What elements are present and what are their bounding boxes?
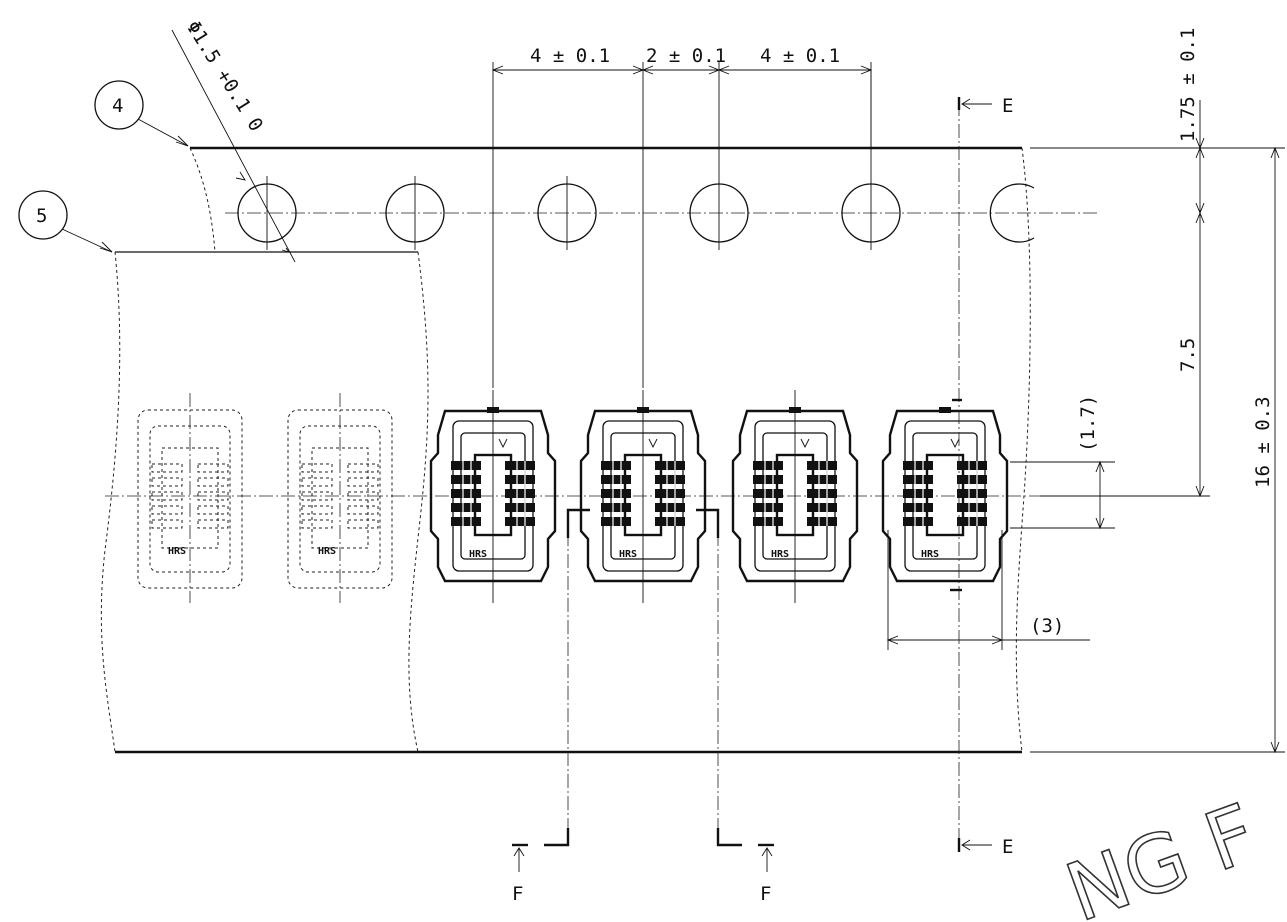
- svg-text:HRS: HRS: [771, 549, 789, 560]
- section-label-e-top: E: [1002, 95, 1013, 117]
- hole-diameter-label: Φ1.5 +0.1 0: [182, 17, 267, 135]
- pitch-dimensions: 4 ± 0.1 2 ± 0.1 4 ± 0.1: [491, 45, 873, 388]
- svg-text:HRS: HRS: [921, 549, 939, 560]
- callout-4: 4: [94, 80, 189, 147]
- section-line-e: E E: [950, 95, 1013, 858]
- section-label-f-right: F: [760, 883, 771, 905]
- sprocket-holes: [225, 70, 1100, 250]
- pocket-width-label: (3): [1030, 615, 1064, 637]
- pocket-with-connector: HRS: [429, 390, 557, 603]
- svg-text:4: 4: [112, 95, 123, 117]
- pocket-with-connector: HRS: [881, 407, 1009, 583]
- pocket-offset-label: (1.7): [1077, 395, 1099, 452]
- edge-to-hole-label: 1.75 ± 0.1: [1177, 28, 1199, 142]
- svg-text:5: 5: [36, 205, 47, 227]
- sprocket-hole: [537, 176, 597, 250]
- pocket-width-dimension: (3): [886, 530, 1090, 650]
- sprocket-hole: [689, 148, 749, 250]
- section-label-f-left: F: [512, 883, 523, 905]
- callout-5: 5: [18, 190, 113, 253]
- pitch-left-label: 4 ± 0.1: [530, 45, 610, 67]
- covered-pocket: HRS: [287, 393, 393, 603]
- watermark-text: NG F: [1055, 786, 1268, 922]
- sprocket-hole-partial: [989, 183, 1035, 243]
- svg-text:HRS: HRS: [469, 549, 487, 560]
- covered-pocket: HRS: [137, 393, 243, 603]
- tape-width-label: 16 ± 0.3: [1252, 396, 1274, 488]
- svg-text:HRS: HRS: [168, 546, 186, 557]
- pitch-right-label: 4 ± 0.1: [760, 45, 840, 67]
- section-line-f: F F: [512, 508, 774, 905]
- svg-text:HRS: HRS: [619, 549, 637, 560]
- pitch-mid-label: 2 ± 0.1: [646, 45, 726, 67]
- section-label-e-bottom: E: [1002, 836, 1013, 858]
- svg-text:HRS: HRS: [318, 546, 336, 557]
- pocket-with-connector: HRS: [579, 390, 707, 603]
- sprocket-hole: [385, 176, 445, 250]
- carrier-tape-outline: [100, 146, 1031, 754]
- pocket-with-connector: HRS: [731, 390, 859, 603]
- hole-to-center-label: 7.5: [1177, 338, 1199, 372]
- hole-diameter-callout: Φ1.5 +0.1 0: [171, 17, 296, 263]
- sprocket-hole: [237, 176, 297, 250]
- vertical-dimensions: 1.75 ± 0.1 7.5 16 ± 0.3 (1.7): [1010, 28, 1285, 754]
